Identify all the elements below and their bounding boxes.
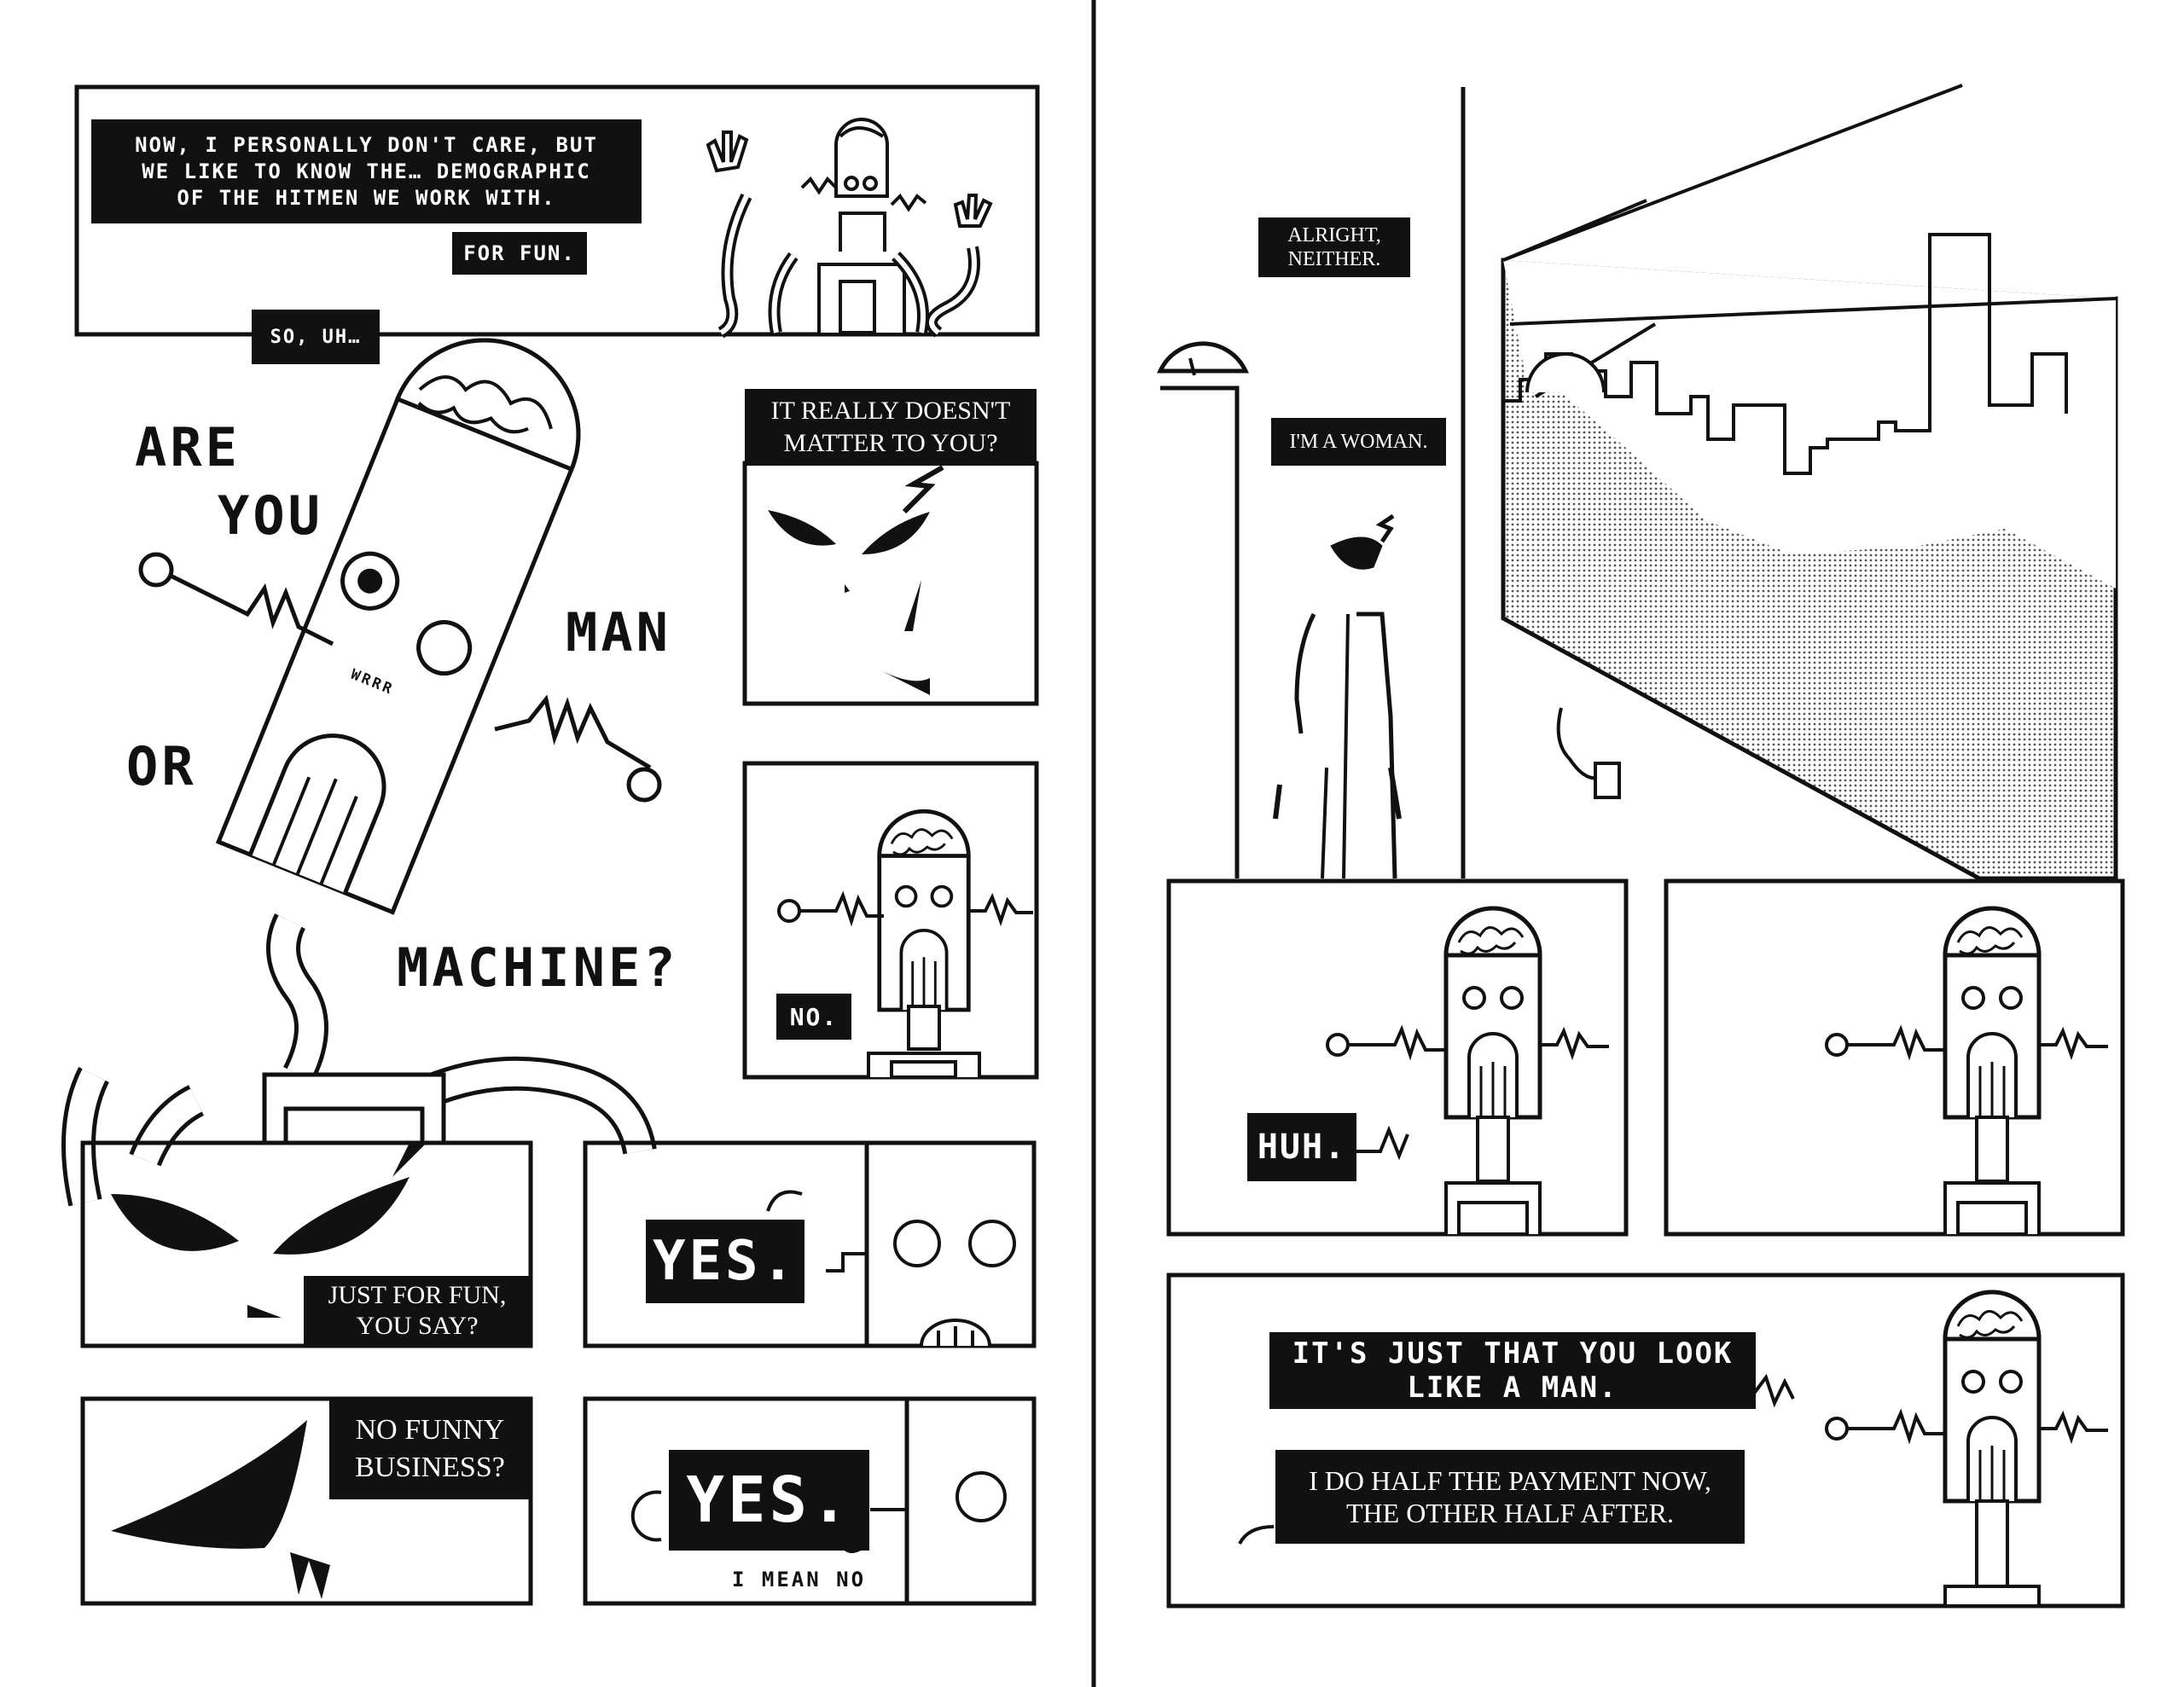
caption-woman: I'M A WOMAN. bbox=[1271, 418, 1446, 466]
caption-for-fun: FOR FUN. bbox=[452, 232, 587, 275]
panel-final bbox=[1166, 1272, 2125, 1609]
caption-no: NO. bbox=[776, 994, 851, 1040]
hitman-eyes-close bbox=[111, 1143, 427, 1318]
panel-just-for-fun bbox=[80, 1140, 533, 1348]
caption-payment: I DO HALF THE PAYMENT NOW, THE OTHER HAL… bbox=[1275, 1450, 1745, 1544]
caption-yes-1: YES. bbox=[646, 1220, 804, 1303]
panel-huh bbox=[1166, 878, 1629, 1237]
word-you: YOU bbox=[218, 484, 323, 547]
word-man: MAN bbox=[566, 601, 671, 664]
caption-so-uh: SO, UH… bbox=[252, 310, 380, 364]
caption-demographic: NOW, I PERSONALLY DON'T CARE, BUT WE LIK… bbox=[91, 119, 642, 223]
hitman-single-eye bbox=[111, 1420, 330, 1599]
city-window bbox=[1501, 84, 2118, 881]
fan-sound: WRRR bbox=[348, 665, 397, 699]
caption-matter: IT REALLY DOESN'T MATTER TO YOU? bbox=[745, 389, 1037, 466]
caption-yes-2: YES. bbox=[669, 1450, 869, 1551]
note-i-mean-no: I MEAN NO bbox=[732, 1568, 867, 1591]
word-or: OR bbox=[126, 735, 197, 797]
robot-boss-small bbox=[706, 118, 993, 339]
hitman-standing bbox=[1273, 513, 1402, 879]
office-scene bbox=[1157, 87, 1466, 878]
panel-funny bbox=[80, 1396, 533, 1606]
word-are: ARE bbox=[135, 416, 241, 478]
caption-funny-business: NO FUNNY BUSINESS? bbox=[329, 1399, 531, 1499]
panel-intro bbox=[74, 84, 1040, 337]
caption-just-for-fun: JUST FOR FUN, YOU SAY? bbox=[304, 1276, 531, 1346]
caption-alright-neither: ALRIGHT, NEITHER. bbox=[1258, 217, 1410, 277]
word-machine: MACHINE? bbox=[397, 936, 679, 999]
panel-yes-1 bbox=[583, 1140, 1037, 1348]
panel-yes-2 bbox=[583, 1396, 1037, 1606]
caption-look-like-man: IT'S JUST THAT YOU LOOK LIKE A MAN. bbox=[1269, 1332, 1756, 1409]
caption-huh: HUH. bbox=[1247, 1113, 1356, 1181]
panel-silent bbox=[1664, 878, 2125, 1237]
hitman-glare bbox=[768, 465, 944, 695]
